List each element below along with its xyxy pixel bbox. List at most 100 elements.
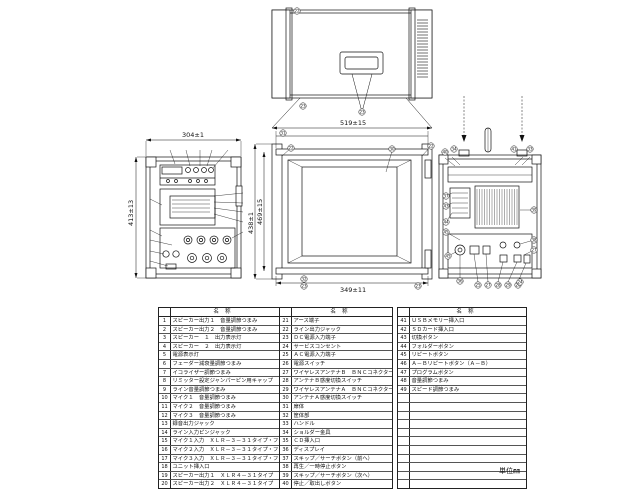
callout-circle: [442, 202, 450, 210]
technical-drawing: 519±15 304±1 413±13 469±15 438±1 349±11 …: [127, 7, 542, 294]
part-name: [410, 480, 526, 488]
callout-circle: [474, 281, 482, 289]
callout-circle: [456, 277, 464, 285]
callout-circle: [427, 142, 435, 150]
part-number: 29: [280, 385, 292, 394]
callout-number: 22: [288, 146, 294, 151]
part-name: [410, 403, 526, 411]
part-number: [398, 428, 410, 437]
part-name: プログラムボタン: [411, 369, 454, 376]
part-number: 41: [398, 317, 410, 325]
callout-number: 24: [517, 280, 523, 285]
front-view: [134, 138, 244, 279]
part-name: マイク３入力 ＸＬＲ－３－３１タイプ・フォーンジャック: [172, 455, 280, 462]
part-number: [398, 411, 410, 420]
part-name: 筐体部: [293, 412, 310, 419]
part-number: 33: [280, 420, 292, 428]
part-name: 停止／取出しボタン: [293, 481, 342, 488]
part-number: 14: [159, 428, 171, 437]
part-name: スピーカー出力２ 音量調節つまみ: [172, 326, 258, 333]
part-name: ライン入力ピンジャック: [172, 429, 231, 436]
part-number: 25: [280, 351, 292, 359]
part-number: 3: [159, 334, 171, 342]
part-number: 30: [280, 394, 292, 402]
part-name: ワイヤレスアンテナＡ ＢＮＣコネクター: [293, 386, 393, 393]
part-name: 電源スイッチ: [293, 360, 326, 367]
table-row: [398, 411, 526, 421]
part-number: 39: [280, 471, 292, 480]
part-number: 34: [280, 428, 292, 437]
callout-number: 25: [475, 283, 481, 288]
unit-label: 単位㎜: [499, 467, 520, 475]
callout-circle: [530, 206, 538, 214]
callout-circle: [530, 246, 538, 254]
part-number: 17: [159, 454, 171, 463]
table-row: [398, 445, 526, 455]
part-name: ショルダー金具: [293, 429, 331, 436]
callout-circle: [287, 144, 295, 152]
callout-number: 45: [445, 254, 451, 259]
part-name: アンテナＡ感度切換スイッチ: [293, 395, 363, 402]
part-number: [398, 480, 410, 488]
part-name: ライン音量調節つまみ: [172, 386, 226, 393]
part-number: 44: [398, 342, 410, 351]
dim-front-width: 304±1: [182, 131, 204, 139]
part-number: 43: [398, 334, 410, 342]
part-name: 再生／一時停止ボタン: [293, 464, 347, 471]
callout-number: 34: [451, 147, 457, 152]
part-number: 10: [159, 394, 171, 402]
callout-number: 31: [280, 131, 286, 136]
callout-number: 26: [515, 283, 521, 288]
part-number: 38: [280, 463, 292, 471]
part-number: 11: [159, 402, 171, 411]
part-name: ライン出力ジャック: [293, 326, 341, 333]
part-name: マイク２入力 ＸＬＲ－３－３１タイプ・フォーンジャック: [172, 446, 280, 453]
callout-number: 40: [442, 150, 448, 155]
part-name: 切換ボタン: [411, 335, 439, 342]
part-name: ＣＤ挿入口: [293, 438, 321, 445]
part-number: 32: [280, 411, 292, 420]
top-view: [271, 7, 433, 129]
part-name: フォルダーボタン: [411, 343, 454, 350]
callout-number: 22: [294, 9, 300, 14]
callout-circle: [442, 192, 450, 200]
callout-circle: [293, 7, 301, 15]
callout-number: 33: [527, 147, 533, 152]
part-number: 35: [280, 437, 292, 445]
part-name: スピーカー出力１ 音量調節つまみ: [172, 318, 258, 324]
callout-circle: [516, 278, 524, 286]
part-number: 13: [159, 420, 171, 428]
part-name: ＡＣ電源入力端子: [293, 352, 336, 359]
part-name: マイク１ 音量調節つまみ: [172, 395, 236, 402]
part-number: 12: [159, 411, 171, 420]
part-number: [398, 420, 410, 428]
part-number: 36: [280, 445, 292, 454]
side-view: [253, 131, 433, 286]
part-number: 46: [398, 359, 410, 368]
dim-front-height: 413±13: [127, 200, 135, 226]
part-name: ＵＳＢメモリー挿入口: [411, 318, 465, 324]
callout-circle: [484, 281, 492, 289]
